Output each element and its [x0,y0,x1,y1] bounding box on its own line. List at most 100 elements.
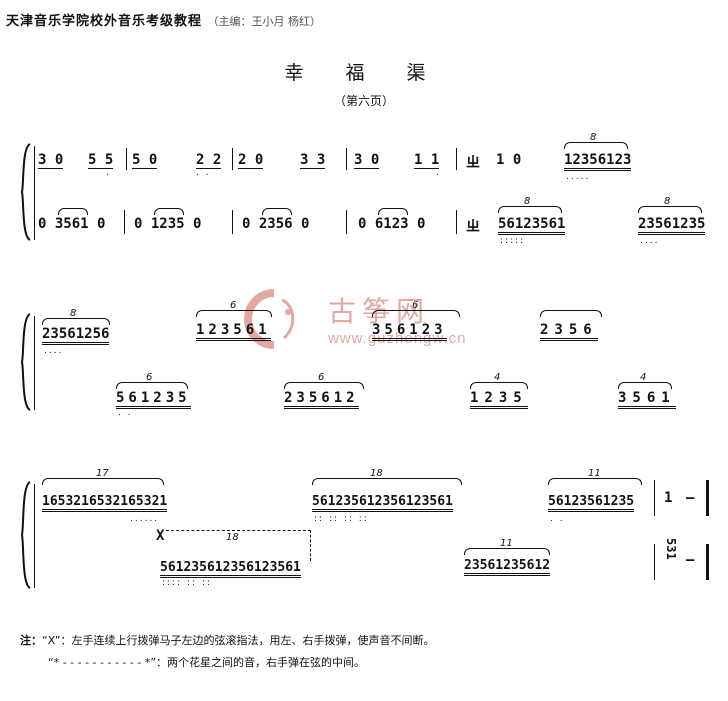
slur [262,208,292,215]
barline [456,210,457,234]
note-run: 56123561 [498,216,566,235]
note-group: 3 3 [300,152,326,169]
lower-octave-dots: . . [118,408,133,418]
sustain-dash: – [686,552,695,568]
tuplet-bracket [196,310,272,317]
tuplet-number: 11 [500,538,513,549]
tuplet-number: 8 [664,196,671,207]
tuplet-bracket [498,206,562,213]
tuplet-number: 4 [494,372,501,383]
footnote-2: “* - - - - - - - - - - - *”：两个花星之间的音，右手弹… [48,656,366,669]
watermark-logo-icon [244,288,306,350]
note-run: 12356123 [564,152,632,171]
barline [126,148,127,170]
barline [456,148,457,170]
free-meter-sign: ㄓ [466,155,480,171]
note-run: 561235612356123561 [160,560,301,578]
tuplet-bracket [312,478,462,485]
tuplet-number: 17 [96,468,109,479]
glissando-mark-x: X [156,528,165,544]
lower-octave-dots: . . [550,514,565,524]
system-brace-icon [20,481,31,589]
lower-octave-dots: .... [640,236,660,246]
tuplet-bracket [42,318,110,325]
page-number: （第六页） [333,94,394,108]
barline [232,210,233,234]
tuplet-bracket [372,310,460,317]
note-run: 356123 [372,322,447,341]
piece-title: 幸 福 渠 [284,62,444,84]
lower-octave-dot: . . [196,168,211,178]
final-barline [706,480,709,516]
footnote-label: 注： [20,634,42,647]
note-group: 1 0 [496,152,522,168]
tuplet-bracket [540,310,602,317]
tuplet-bracket [618,382,672,389]
note-run: 2356 [540,322,598,341]
lower-octave-dots: .... [44,346,64,356]
tuplet-bracket [548,478,642,485]
note-run: 23561256 [42,326,110,345]
lower-octave-dots: :: :: :: :: [314,514,369,524]
system-start-barline [34,146,35,240]
note-group: 3 0 [38,152,64,169]
system-brace-icon [20,313,31,411]
lower-octave-dot: . [106,168,111,178]
slur [378,208,408,215]
note-run: 1653216532165321 [42,494,168,512]
tuplet-number: 6 [230,300,237,311]
final-barline [706,544,709,580]
tuplet-number: 8 [70,308,77,319]
system-start-barline [34,484,35,588]
tuplet-number: 8 [524,196,531,207]
tuplet-bracket [464,548,550,555]
lower-octave-dots: ::::: [500,236,526,246]
tuplet-bracket [116,382,188,389]
note-run: 561235612356123561 [312,494,453,512]
tuplet-bracket [638,206,702,213]
note-group: 5 5 [88,152,114,169]
tuplet-bracket [564,142,628,149]
lower-octave-dots: :::: :: :: [162,578,212,588]
note-run: 561235 [116,390,191,409]
lower-octave-dots: ...... [130,514,160,524]
tuplet-number: 4 [640,372,647,383]
note-group: 0 6123 0 [358,216,426,232]
tuplet-number: 6 [318,372,325,383]
lower-octave-dot: . [436,168,441,178]
tuplet-number: 8 [590,132,597,143]
note-run: 1235 [470,390,528,409]
note-run: 23561235612 [464,558,551,576]
sustain-dash: – [686,490,695,506]
note-group: 0 1235 0 [134,216,202,232]
barline [654,480,655,516]
footnote-text: “X”：左手连续上行拨弹马子左边的弦滚指法，用左、右手拨弹，使声音不间断。 [42,634,435,647]
barline [654,544,655,580]
tuplet-bracket [42,478,164,485]
note-run: 56123561235 [548,494,635,512]
tuplet-number: 6 [146,372,153,383]
lower-octave-dots: ..... [566,172,591,182]
fermata-note: 1 [664,490,673,506]
note-group: 1 1 [414,152,440,169]
note-group: 0 3561 0 [38,216,106,232]
note-run: 23561235 [638,216,706,235]
note-group: 2 0 [238,152,264,169]
note-group: 0 2356 0 [242,216,310,232]
barline [124,210,125,234]
note-group: 5 0 [132,152,158,169]
system-brace-icon [20,143,31,241]
tuplet-number: 11 [588,468,601,479]
note-group: 2 2 [196,152,222,169]
tuplet-bracket [470,382,528,389]
slur [154,208,184,215]
system-start-barline [34,316,35,410]
free-meter-sign: ㄓ [466,219,480,235]
barline [346,148,347,170]
book-series-title: 天津音乐学院校外音乐考级教程 （主编：王小月 杨红） [6,10,321,29]
arpeggio-chord: 531 [664,538,678,560]
note-run: 235612 [284,390,359,409]
tuplet-number: 18 [370,468,383,479]
note-group: 3 0 [354,152,380,169]
editor-credit: （主编：王小月 杨红） [207,15,322,28]
